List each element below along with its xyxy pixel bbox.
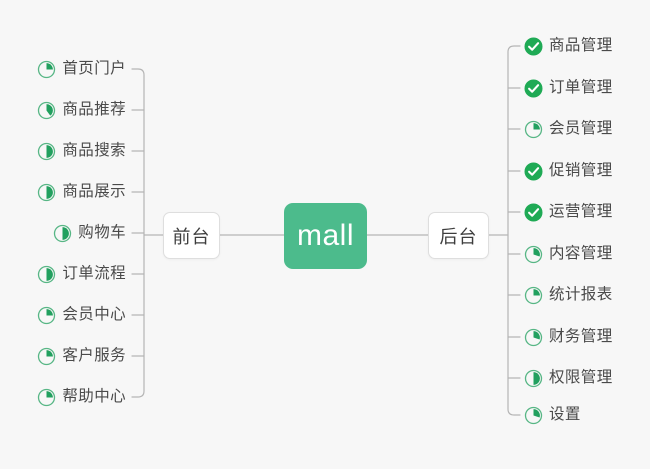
leaf-node-right-10[interactable]: 设置 xyxy=(524,401,581,429)
leaf-label: 订单流程 xyxy=(62,265,126,283)
leaf-node-left-8[interactable]: 客户服务 xyxy=(37,342,126,370)
node-frontend-label: 前台 xyxy=(172,226,211,247)
leaf-label: 商品搜索 xyxy=(62,142,126,160)
pie-progress-icon xyxy=(37,388,56,407)
check-circle-icon xyxy=(524,162,543,181)
pie-progress-icon xyxy=(524,328,543,347)
leaf-node-right-1[interactable]: 商品管理 xyxy=(524,32,613,60)
leaf-label: 会员中心 xyxy=(62,306,126,324)
pie-progress-icon xyxy=(524,406,543,425)
leaf-node-right-6[interactable]: 内容管理 xyxy=(524,240,613,268)
leaf-node-left-7[interactable]: 会员中心 xyxy=(37,301,126,329)
leaf-label: 财务管理 xyxy=(549,328,613,346)
leaf-label: 商品展示 xyxy=(62,183,126,201)
leaf-label: 帮助中心 xyxy=(62,388,126,406)
node-frontend[interactable]: 前台 xyxy=(163,212,220,259)
leaf-node-left-2[interactable]: 商品推荐 xyxy=(37,96,126,124)
leaf-node-left-1[interactable]: 首页门户 xyxy=(37,55,126,83)
pie-progress-icon xyxy=(37,142,56,161)
node-backend-label: 后台 xyxy=(439,226,478,247)
leaf-node-left-3[interactable]: 商品搜索 xyxy=(37,137,126,165)
pie-progress-icon xyxy=(524,245,543,264)
leaf-label: 统计报表 xyxy=(549,286,613,304)
pie-progress-icon xyxy=(37,183,56,202)
leaf-label: 权限管理 xyxy=(549,369,613,387)
leaf-label: 首页门户 xyxy=(62,60,126,78)
leaf-label: 运营管理 xyxy=(549,203,613,221)
check-circle-icon xyxy=(524,37,543,56)
pie-progress-icon xyxy=(37,306,56,325)
left-spine xyxy=(131,68,145,398)
leaf-node-left-4[interactable]: 商品展示 xyxy=(37,178,126,206)
leaf-node-right-2[interactable]: 订单管理 xyxy=(524,74,613,102)
leaf-label: 内容管理 xyxy=(549,245,613,263)
leaf-label: 订单管理 xyxy=(549,79,613,97)
leaf-node-right-7[interactable]: 统计报表 xyxy=(524,281,613,309)
pie-progress-icon xyxy=(37,101,56,120)
leaf-label: 促销管理 xyxy=(549,162,613,180)
pie-progress-icon xyxy=(37,265,56,284)
leaf-label: 商品管理 xyxy=(549,37,613,55)
node-root-mall[interactable]: mall xyxy=(284,203,367,269)
leaf-node-right-3[interactable]: 会员管理 xyxy=(524,115,613,143)
leaf-label: 设置 xyxy=(549,406,581,424)
leaf-node-left-9[interactable]: 帮助中心 xyxy=(37,383,126,411)
check-circle-icon xyxy=(524,203,543,222)
leaf-label: 购物车 xyxy=(78,224,126,242)
leaf-node-left-5[interactable]: 购物车 xyxy=(53,219,126,247)
pie-progress-icon xyxy=(37,347,56,366)
pie-progress-icon xyxy=(524,369,543,388)
leaf-node-right-9[interactable]: 权限管理 xyxy=(524,364,613,392)
node-root-label: mall xyxy=(296,219,354,252)
pie-progress-icon xyxy=(37,60,56,79)
right-spine xyxy=(507,45,521,416)
leaf-label: 商品推荐 xyxy=(62,101,126,119)
leaf-node-right-4[interactable]: 促销管理 xyxy=(524,157,613,185)
leaf-label: 会员管理 xyxy=(549,120,613,138)
leaf-node-left-6[interactable]: 订单流程 xyxy=(37,260,126,288)
pie-progress-icon xyxy=(53,224,72,243)
node-backend[interactable]: 后台 xyxy=(428,212,489,259)
leaf-label: 客户服务 xyxy=(62,347,126,365)
leaf-node-right-8[interactable]: 财务管理 xyxy=(524,323,613,351)
pie-progress-icon xyxy=(524,120,543,139)
pie-progress-icon xyxy=(524,286,543,305)
leaf-node-right-5[interactable]: 运营管理 xyxy=(524,198,613,226)
check-circle-icon xyxy=(524,79,543,98)
